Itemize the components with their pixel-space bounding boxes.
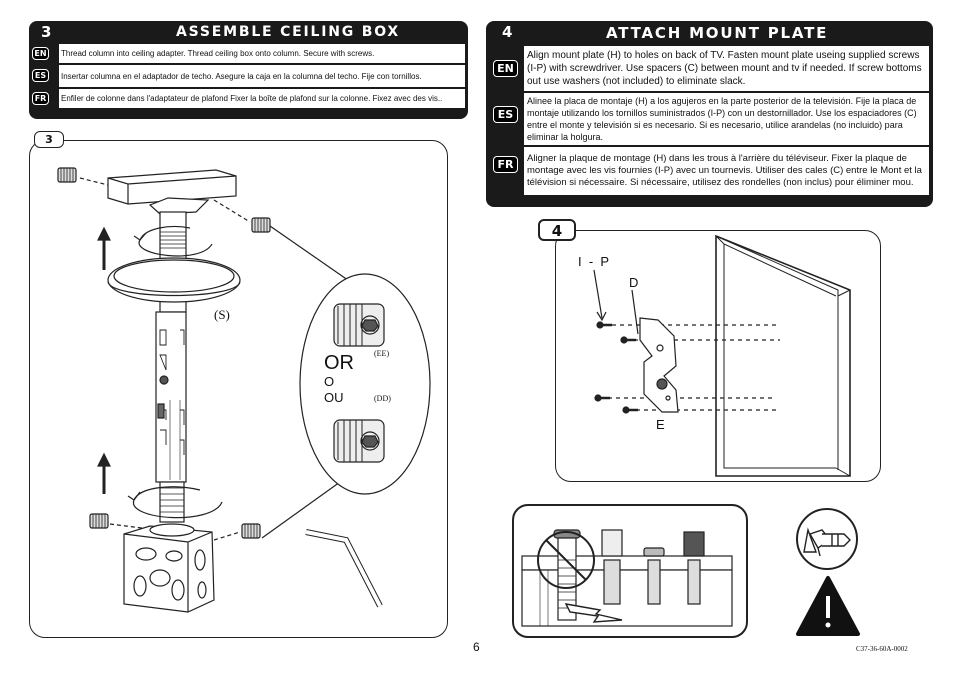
step4-row-en: Align mount plate (H) to holes on back o… [524,46,929,91]
screw-top-left [57,167,77,183]
step4-row-es: Alinee la placa de montaje (H) a los agu… [524,93,929,145]
step4-text-en: Align mount plate (H) to holes on back o… [527,50,922,87]
step3-panel: 3 ASSEMBLE CEILING BOX Thread column int… [29,21,468,119]
spacer-label-d: D [629,275,639,290]
ee-label: (EE) [374,349,390,358]
step3-figure-tag: 3 [34,131,64,148]
step3-number: 3 [41,23,52,41]
step4-text-fr: Aligner la plaque de montage (H) dans le… [527,153,922,188]
o-label: O [324,374,335,389]
step3-lang-en: EN [32,47,49,60]
document-code: C37-36-60A-0002 [856,645,908,653]
dd-label: (DD) [374,394,391,403]
step4-figure-tag: 4 [538,219,576,241]
ou-label: OU [324,390,344,405]
screws-label-ip: I - P [578,254,610,269]
step4-panel: 4 ATTACH MOUNT PLATE Align mount plate (… [486,21,933,207]
step3-lang-es: ES [32,69,49,82]
or-label: OR [324,352,354,374]
page-number: 6 [473,640,480,654]
step4-row-fr: Aligner la plaque de montage (H) dans le… [524,147,929,195]
spacer-label-s: (S) [214,307,230,322]
step4-number: 4 [502,23,513,41]
plate-label-e: E [656,417,665,432]
step3-row-fr: Enfiler de colonne dans l'adaptateur de … [59,89,465,108]
step3-text-es: Insertar columna en el adaptador de tech… [61,71,422,81]
step3-title: ASSEMBLE CEILING BOX [176,24,401,40]
step3-text-en: Thread column into ceiling adapter. Thre… [61,49,375,58]
step3-row-en: Thread column into ceiling adapter. Thre… [59,44,465,63]
step3-header: 3 ASSEMBLE CEILING BOX [29,21,468,43]
step3-lang-fr: FR [32,92,49,105]
step4-lang-en: EN [493,60,518,77]
step4-lang-es: ES [493,106,518,123]
step3-row-es: Insertar columna en el adaptador de tech… [59,65,465,87]
step4-lang-fr: FR [493,156,518,173]
step3-text-fr: Enfiler de colonne dans l'adaptateur de … [61,94,443,103]
step4-header: 4 ATTACH MOUNT PLATE [486,21,933,43]
step4-title: ATTACH MOUNT PLATE [606,24,829,42]
step4-text-es: Alinee la placa de montaje (H) a los agu… [527,96,917,142]
